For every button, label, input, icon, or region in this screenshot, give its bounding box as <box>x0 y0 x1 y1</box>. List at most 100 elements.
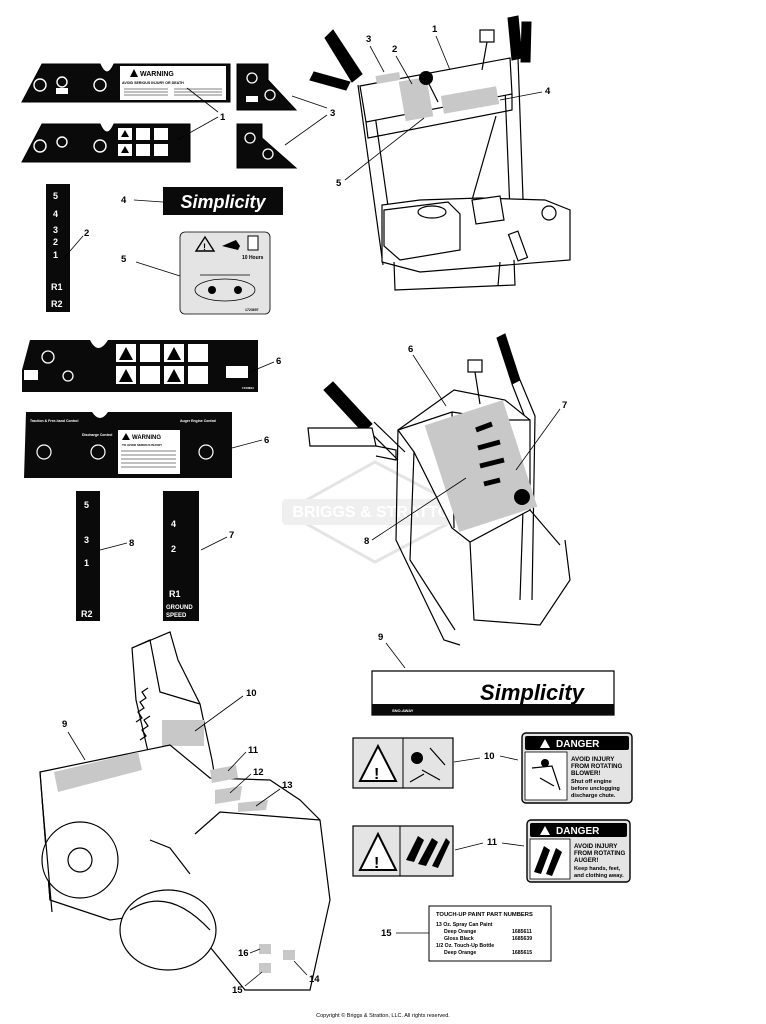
decal-danger-auger: DANGER AVOID INJURY FROM ROTATING AUGER!… <box>526 819 631 883</box>
callout-12: 12 <box>253 767 264 778</box>
danger-blower-body-3: discharge chute. <box>571 793 616 799</box>
brand-9-text: Simplicity <box>480 680 586 705</box>
machine-auger-housing-illustration <box>39 631 331 991</box>
callout-1: 1 <box>220 112 226 123</box>
callout-11: 11 <box>487 837 498 848</box>
paint-row-1-label: Deep Orange <box>444 929 476 935</box>
oil-interval: 10 Hours <box>242 255 264 261</box>
callout-7-machine: 7 <box>562 400 567 411</box>
callout-2-machine: 2 <box>392 44 397 55</box>
gear8-r2: R2 <box>81 609 93 619</box>
gear7-r1: R1 <box>169 589 181 599</box>
decal-shift-7: 4 2 R1 GROUND SPEED 7 <box>163 491 234 621</box>
svg-text:!: ! <box>374 855 379 872</box>
danger-blower-body-2: before unclogging <box>571 786 620 792</box>
gear8-5: 5 <box>84 500 89 510</box>
svg-text:!: ! <box>203 242 206 252</box>
callout-3-machine: 3 <box>366 34 371 45</box>
callout-11-machine: 11 <box>248 745 259 756</box>
warning-subline: AVOID SERIOUS INJURY OR DEATH <box>122 81 184 85</box>
danger-blower-body-1: Shut off engine <box>571 779 612 785</box>
decal-panel-6-lower: Traction & Free-hand Control Discharge C… <box>24 412 269 478</box>
gear-1: 1 <box>53 250 58 260</box>
danger-auger-head-3: AUGER! <box>574 857 598 864</box>
callout-6-lower: 6 <box>264 435 269 446</box>
svg-text:!: ! <box>374 766 379 783</box>
callout-9-machine: 9 <box>62 719 67 730</box>
gear-3: 3 <box>53 225 58 235</box>
callout-4-machine: 4 <box>545 86 551 97</box>
decal-oil-5: ! 10 Hours 1723697 5 <box>121 231 271 315</box>
callout-group-1-3-left: 1 3 <box>176 87 335 146</box>
panel-6-label-auger: Auger Engine Control <box>180 419 216 423</box>
callout-7: 7 <box>229 530 234 541</box>
touchup-paint-table: TOUCH-UP PAINT PART NUMBERS 13 Oz. Spray… <box>381 905 552 962</box>
decal-brand-4: Simplicity 4 <box>121 187 283 215</box>
callout-1-machine: 1 <box>432 24 438 35</box>
callout-15: 15 <box>381 928 392 939</box>
gear-2: 2 <box>53 237 58 247</box>
danger-auger-body-1: Keep hands, feet, <box>574 866 621 872</box>
decal-panel-3-upper <box>236 63 298 111</box>
paint-row-2-label: Gloss Black <box>444 936 474 942</box>
paint-row-4-label: Deep Orange <box>444 950 476 956</box>
brand-9-tag: SNO-AWAY <box>392 708 414 713</box>
decal-danger-blower: DANGER AVOID INJURY FROM ROTATING BLOWER… <box>521 732 633 804</box>
danger-auger-head-1: AVOID INJURY <box>574 843 618 850</box>
gear7-caption-1: GROUND <box>166 605 193 611</box>
paint-row-4-part: 1685615 <box>512 950 532 956</box>
callout-6: 6 <box>276 356 281 367</box>
panel-6-subline: TO AVOID SERIOUS INJURY <box>122 443 162 447</box>
decal-pictogram-10: ! 10 <box>352 737 519 789</box>
callout-16: 16 <box>238 948 249 959</box>
watermark-text: BRIGGS & STRATTON <box>292 504 461 521</box>
copyright-notice: Copyright © Briggs & Stratton, LLC. All … <box>316 1013 450 1019</box>
callout-13: 13 <box>282 780 293 791</box>
panel-6-warning: WARNING <box>132 435 161 441</box>
paint-row-1-part: 1685611 <box>512 929 532 935</box>
paint-table-title: TOUCH-UP PAINT PART NUMBERS <box>436 912 533 918</box>
decal-warning-panel-1-lower <box>21 123 191 163</box>
callout-8-machine: 8 <box>364 536 369 547</box>
panel-6-label-discharge: Discharge Control <box>82 433 112 437</box>
paint-row-0-label: 13 Oz. Spray Can Paint <box>436 922 493 928</box>
callout-4: 4 <box>121 195 127 206</box>
brand-4-text: Simplicity <box>180 192 266 212</box>
danger-blower-head-3: BLOWER! <box>571 770 601 777</box>
paint-row-2-part: 1685639 <box>512 936 532 942</box>
decal-panel-6-upper: 1723694 6 <box>22 340 281 392</box>
gear-5: 5 <box>53 191 58 201</box>
callout-5: 5 <box>121 254 127 265</box>
gear8-1: 1 <box>84 558 89 568</box>
panel-6-code: 1723694 <box>242 386 254 390</box>
danger-auger-banner: DANGER <box>556 826 600 837</box>
gear8-3: 3 <box>84 535 89 545</box>
decal-brand-9: Simplicity SNO-AWAY 9 <box>371 632 615 716</box>
gear-r2: R2 <box>51 299 63 309</box>
danger-auger-body-2: and clothing away. <box>574 873 624 879</box>
panel-6-label-traction: Traction & Free-hand Control <box>30 419 78 423</box>
decal-warning-panel-1-upper: WARNING AVOID SERIOUS INJURY OR DEATH <box>21 63 231 103</box>
machine-handle-console-illustration <box>309 15 571 291</box>
paint-row-3-label: 1/2 Oz. Touch-Up Bottle <box>436 943 494 949</box>
callout-15-machine: 15 <box>232 985 243 996</box>
warning-banner: WARNING <box>140 71 174 78</box>
machine-control-tower-illustration <box>307 333 571 646</box>
callout-9: 9 <box>378 632 383 643</box>
callout-group-top-machine: 1 3 2 4 5 <box>336 24 551 189</box>
danger-blower-head-1: AVOID INJURY <box>571 756 615 763</box>
callout-10: 10 <box>484 751 495 762</box>
callout-10-machine: 10 <box>246 688 257 699</box>
callout-6-machine: 6 <box>408 344 413 355</box>
oil-code: 1723697 <box>245 308 259 312</box>
danger-auger-head-2: FROM ROTATING <box>574 850 626 857</box>
decal-shift-2: 5 4 3 2 1 R1 R2 2 <box>46 184 89 312</box>
callout-5-machine: 5 <box>336 178 342 189</box>
callout-3: 3 <box>330 108 335 119</box>
callout-2: 2 <box>84 228 89 239</box>
decal-panel-3-lower <box>236 123 298 169</box>
callout-8: 8 <box>129 538 134 549</box>
danger-blower-head-2: FROM ROTATING <box>571 763 623 770</box>
callout-14: 14 <box>309 974 320 985</box>
